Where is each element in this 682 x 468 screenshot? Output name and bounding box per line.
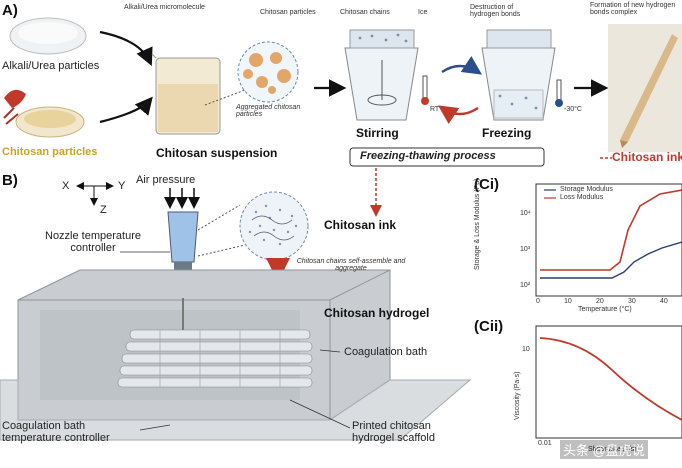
thermometer-cold-icon [556,79,562,101]
legend-formation: Formation of new hydrogen bonds complex [590,2,676,16]
cii-ylabel: Viscosity (Pa·s) [514,371,521,421]
ci-ylabel: Storage & Loss Modulus (Pa) [474,178,481,270]
chitosan-particles-label: Chitosan particles [2,146,98,158]
stirring-label: Stirring [356,126,399,140]
ci-xtick-1: 10 [564,298,572,305]
process-label: Freezing-thawing process [360,150,496,162]
axis-z-label: Z [100,204,107,216]
freezing-label: Freezing [482,126,532,140]
ci-loss-curve [540,241,682,279]
coagulation-bath-base [0,379,472,441]
syringe [167,211,199,263]
cii-plot-area [535,325,682,439]
ci-storage-curve [540,189,682,271]
suspension-label: Chitosan suspension [156,146,278,160]
ci-ytick-2: 10⁴ [520,210,531,217]
printed-scaffold [117,329,313,388]
watermark: 头条 @盘虎说 [560,440,648,459]
legend-destruction: Destruction of hydrogen bonds [470,4,521,18]
ink-label-a: Chitosan ink [612,150,682,164]
self-assemble-label: Chitosan chains self-assemble and aggreg… [296,258,406,272]
ci-ytick-1: 10³ [520,246,531,253]
legend-ice: Ice [418,9,428,16]
printed-scaffold-label: Printed chitosan hydrogel scaffold [352,420,435,444]
process-box [349,147,545,167]
hydrogel-label: Chitosan hydrogel [324,306,430,320]
axis-x-label: X [62,180,70,192]
rt-label: RT [430,106,440,113]
alkali-label: Alkali/Urea particles [2,60,100,72]
ci-xtick-3: 30 [628,298,636,305]
ci-xtick-0: 0 [536,298,540,305]
thermometer-rt-icon [422,75,428,99]
chitosan-ink-label: Chitosan ink [324,218,397,232]
cii-xtick-0: 0.01 [538,440,552,447]
nozzle-label: Nozzle temperature controller [45,230,141,254]
panel-b-label: B) [2,172,18,189]
ci-xtick-2: 20 [596,298,604,305]
coag-temp-label: Coagulation bath temperature controller [2,420,110,444]
ci-legend-loss: Loss Modulus [560,194,604,201]
aggregated-label: Aggregated chitosan particles [236,104,301,118]
chitosan-ink-circle [239,191,309,261]
legend-alkali: Alkali/Urea micromolecule [124,4,205,11]
ci-plot-area [535,183,682,297]
panel-ci-label: (Ci) [474,176,499,193]
cii-ytick-0: 10 [522,346,530,353]
cii-viscosity-curve [539,337,682,421]
cii-xlabel: Shear rate (1/s) [588,446,637,453]
air-pressure-label: Air pressure [136,174,196,186]
axis-y-label: Y [118,180,126,192]
temp-label: -30°C [564,106,582,113]
panel-cii-label: (Cii) [474,318,504,335]
coag-bath-label: Coagulation bath [344,346,428,358]
ci-ytick-0: 10² [520,282,531,289]
legend-chitosan-chains: Chitosan chains [340,9,390,16]
ci-xlabel: Temperature (°C) [578,306,632,313]
panel-a-label: A) [2,2,18,19]
legend-chitosan-particles: Chitosan particles [260,9,316,16]
ci-legend-storage: Storage Modulus [560,186,613,193]
ci-xtick-4: 40 [660,298,668,305]
crab-icon [4,89,26,108]
